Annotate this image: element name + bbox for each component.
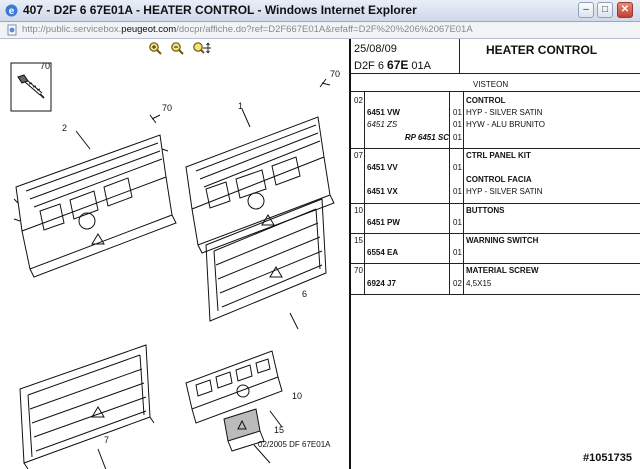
row-rule (351, 293, 640, 295)
parts-diagram-pane: 70 70 70 1 2 6 7 10 15 02/2005 DF 67E01A (0, 39, 349, 469)
part-number[interactable]: 6451 VV (367, 163, 398, 172)
part-number[interactable]: 6554 EA (367, 248, 399, 258)
header-rule (351, 73, 640, 74)
window-titlebar: e 407 - D2F 6 67E01A - HEATER CONTROL - … (0, 0, 640, 22)
part-number[interactable]: RP 6451 SC (404, 132, 449, 142)
part-quantity: 01 (453, 163, 462, 172)
callout-2: 2 (62, 123, 67, 133)
screw-70-drawing (10, 62, 52, 112)
row-rule (351, 202, 640, 204)
part-name: CTRL PANEL KIT (466, 150, 531, 160)
part-quantity: 01 (453, 187, 462, 197)
part-name: CONTROL (466, 96, 506, 105)
header-reference: D2F 6 67E 01A (354, 58, 431, 72)
row-rule (351, 147, 640, 149)
part-number[interactable]: 6451 VX (367, 187, 398, 197)
part-name: WARNING SWITCH (466, 236, 539, 245)
header-date: 25/08/09 (354, 43, 397, 55)
part-quantity: 02 (453, 278, 462, 288)
column-rule (364, 91, 365, 294)
ref-suffix: 01A (408, 60, 432, 72)
window-title: 407 - D2F 6 67E01A - HEATER CONTROL - Wi… (23, 3, 417, 17)
ref-bold: 67E (387, 58, 409, 72)
page-icon (7, 24, 17, 36)
page-title: HEATER CONTROL (486, 43, 598, 57)
switch-15-drawing (223, 408, 265, 452)
exploded-view-drawing: 70 70 70 1 2 6 7 10 15 02/2005 DF 67E01A (10, 61, 340, 469)
part-quantity: 01 (453, 132, 462, 142)
row-rule (351, 233, 640, 234)
image-watermark: #1051735 (581, 452, 634, 464)
zoom-in-icon[interactable] (148, 41, 162, 55)
supplier-label: VISTEON (473, 80, 509, 89)
pane-divider (349, 39, 351, 469)
callout-7: 7 (104, 435, 109, 445)
maximize-button[interactable]: □ (597, 2, 613, 18)
callout-10: 10 (292, 391, 302, 401)
part-number[interactable]: 6924 J7 (367, 278, 396, 288)
part-name: MATERIAL SCREW (466, 266, 539, 276)
callout-1: 1 (238, 101, 243, 111)
callout-6: 6 (302, 289, 307, 299)
callout-70-b: 70 (162, 103, 172, 113)
part-quantity: 01 (453, 217, 462, 227)
url-domain: peugeot.com (121, 24, 177, 35)
part-description: HYP - SILVER SATIN (466, 187, 543, 197)
column-rule (463, 91, 464, 294)
part-number[interactable]: 6451 PW (367, 217, 400, 227)
kit-7-drawing (19, 344, 155, 469)
callout-70-c: 70 (330, 69, 340, 79)
part-description: 4,5X15 (466, 278, 492, 288)
part-group-ref: 70 (354, 266, 363, 276)
diagram-footer: 02/2005 DF 67E01A (258, 440, 331, 449)
part-description: HYP - SILVER SATIN (466, 108, 543, 118)
part-name: CONTROL FACIA (466, 175, 532, 185)
column-rule (449, 91, 450, 294)
part-group-ref: 07 (354, 150, 363, 160)
svg-text:e: e (9, 6, 15, 17)
row-rule (351, 263, 640, 265)
part-group-ref: 10 (354, 205, 363, 215)
part-group-ref: 15 (354, 236, 363, 245)
url-prefix: http://public.servicebox. (22, 24, 122, 35)
callout-70-a: 70 (40, 61, 50, 71)
part-quantity: 01 (453, 120, 462, 130)
page-content: 70 70 70 1 2 6 7 10 15 02/2005 DF 67E01A… (0, 39, 640, 469)
address-url[interactable]: http://public.servicebox.peugeot.com/doc… (22, 24, 473, 35)
url-suffix: /docpr/affiche.do?ref=D2F667E01A&refaff=… (176, 24, 473, 35)
minimize-button[interactable]: – (578, 2, 594, 18)
callout-15: 15 (274, 425, 284, 435)
part-group-ref: 02 (354, 96, 363, 105)
part-quantity: 01 (453, 248, 462, 258)
zoom-pan-icon[interactable] (192, 41, 212, 55)
ref-prefix: D2F 6 (354, 60, 388, 72)
control-1-drawing (185, 116, 335, 254)
part-quantity: 01 (453, 108, 462, 118)
parts-list-pane: 25/08/09 D2F 6 67E 01A HEATER CONTROL VI… (351, 39, 640, 469)
supplier-rule (351, 91, 640, 92)
header-divider (459, 39, 460, 73)
part-name: BUTTONS (466, 205, 505, 215)
control-2-drawing (13, 134, 177, 278)
zoom-out-icon[interactable] (170, 41, 184, 55)
close-button[interactable]: ✕ (617, 2, 633, 18)
part-number[interactable]: 6451 VW (367, 108, 400, 118)
buttons-10-drawing (185, 350, 283, 424)
ie-icon: e (5, 4, 18, 17)
facia-6-drawing (205, 198, 327, 322)
part-description: HYW - ALU BRUNITO (466, 120, 545, 130)
part-number[interactable]: 6451 ZS (367, 120, 398, 130)
address-bar[interactable]: http://public.servicebox.peugeot.com/doc… (0, 22, 640, 39)
